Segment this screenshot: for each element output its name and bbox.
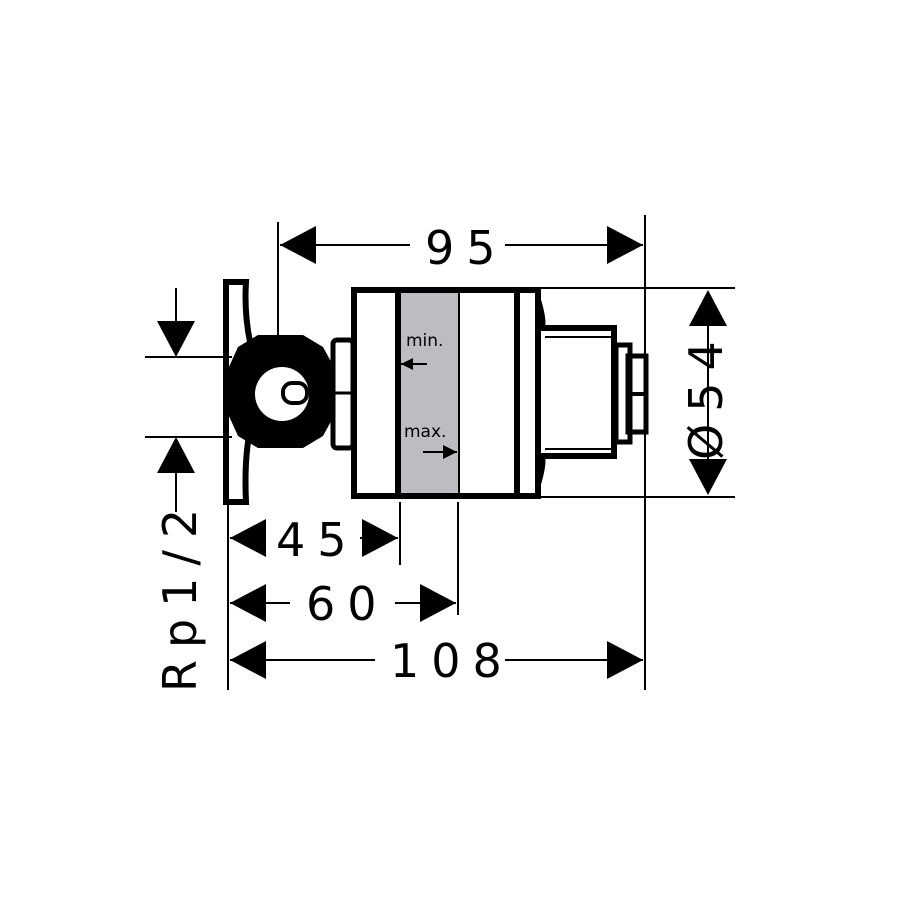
max-label: max. [404,422,446,442]
dim-45: 45 [230,513,398,567]
dim-95-text: 95 [425,221,508,275]
dim-thread-text: Rp1/2 [153,497,207,692]
dim-45-text: 45 [276,513,359,567]
dim-95: 95 [280,221,643,275]
min-label: min. [406,331,443,351]
max-arrowhead [443,445,457,459]
dim-108: 108 [230,634,643,688]
dim-diameter: Ø54 [679,290,733,495]
min-arrowhead [401,358,413,370]
dim-60: 60 [230,577,456,631]
valve-body [320,287,649,499]
extension-lines [145,215,735,690]
connection-nut [228,335,335,448]
dim-60-text: 60 [306,577,389,631]
dim-108-text: 108 [390,634,514,688]
dim-thread: Rp1/2 [153,288,207,692]
dim-diameter-text: Ø54 [679,329,733,460]
